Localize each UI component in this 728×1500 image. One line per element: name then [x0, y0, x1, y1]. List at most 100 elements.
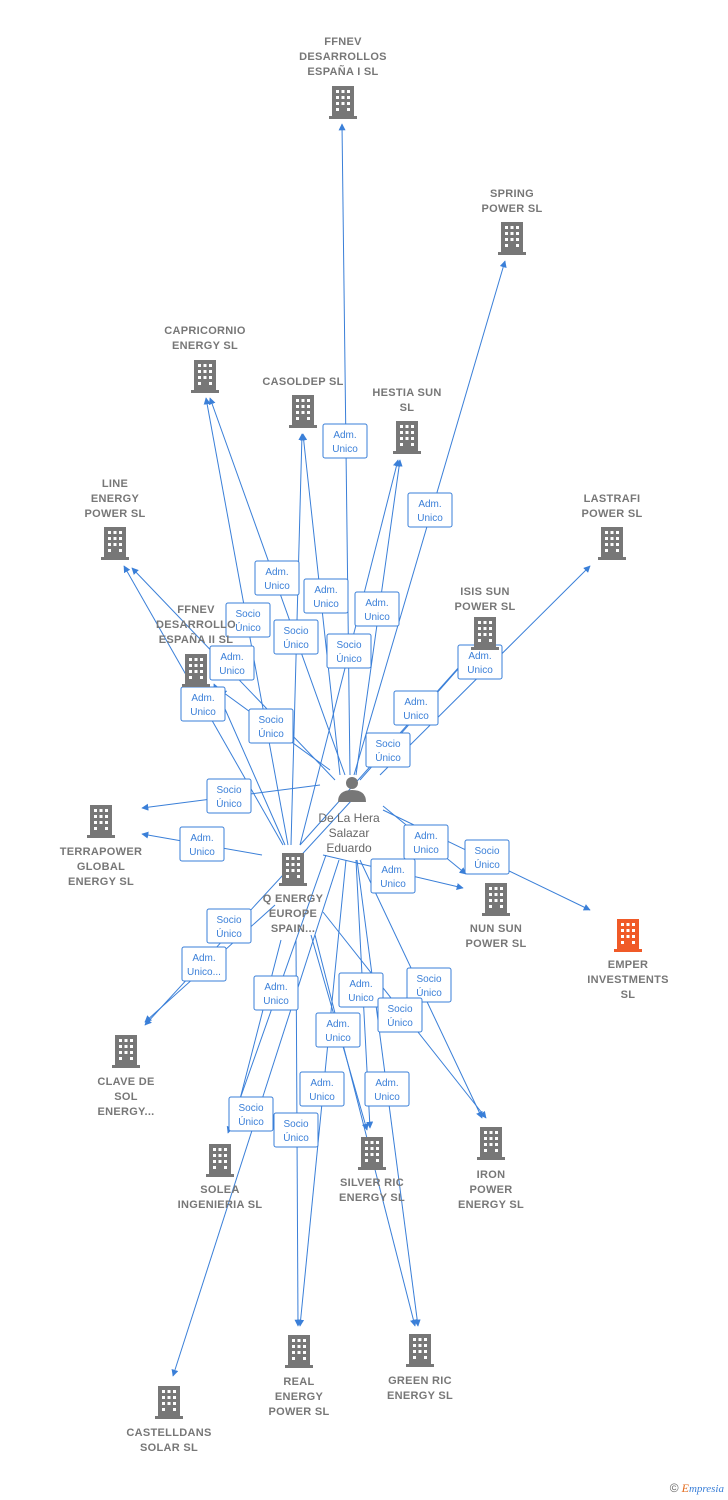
relation-tag-text: Único — [387, 1016, 413, 1029]
relation-tag-text: Único — [375, 751, 401, 764]
relation-tag[interactable]: Adm.Unico — [322, 423, 368, 459]
company-name-line: EMPER — [608, 959, 649, 971]
relation-tag-text: Adm. — [264, 982, 287, 993]
relation-tag[interactable]: Adm.Unico — [403, 824, 449, 860]
company-name-line: POWER SL — [454, 601, 515, 613]
relation-tag-text: Socio — [283, 626, 308, 637]
building-icon — [289, 395, 317, 428]
company-name-line: SPAIN... — [271, 923, 315, 935]
relation-tag[interactable]: Adm.Unico — [407, 492, 453, 528]
relation-tag[interactable]: Adm.Unico... — [181, 946, 227, 982]
company-node-line[interactable]: LINE ENERGY POWER SL — [84, 478, 145, 560]
relation-tag-text: Adm. — [468, 651, 491, 662]
relation-tag-text: Adm. — [326, 1019, 349, 1030]
company-name-line: NUN SUN — [470, 923, 522, 935]
company-name-line: CASTELLDANS — [126, 1427, 211, 1439]
company-name-line: POWER SL — [84, 508, 145, 520]
relation-tag-text: Socio — [416, 974, 441, 985]
relation-tag-text: Único — [216, 797, 242, 810]
person-name-line: Salazar — [329, 826, 370, 840]
relation-tag[interactable]: Adm.Unico — [179, 826, 225, 862]
company-name-line: LINE — [102, 478, 128, 490]
company-name-line: ESPAÑA II SL — [159, 633, 234, 646]
relation-tag-text: Socio — [235, 609, 260, 620]
relation-tag-text: Único — [235, 621, 261, 634]
company-node-casoldep[interactable]: CASOLDEP SL — [262, 376, 343, 428]
company-name-line: DESARROLLO — [156, 619, 236, 631]
relation-tag[interactable]: Adm.Unico — [315, 1012, 361, 1048]
relation-tag[interactable]: Adm.Unico — [299, 1071, 345, 1107]
company-name-line: FFNEV — [177, 604, 215, 616]
relation-tag[interactable]: Adm.Unico — [457, 644, 503, 680]
building-icon — [206, 1144, 234, 1177]
building-icon — [477, 1127, 505, 1160]
building-icon — [406, 1334, 434, 1367]
relation-tag-text: Adm. — [418, 499, 441, 510]
copyright-symbol: © — [669, 1481, 679, 1495]
company-name-line: SOLAR SL — [140, 1442, 198, 1454]
relation-tag[interactable]: Adm.Unico — [393, 690, 439, 726]
relation-tag[interactable]: Adm.Unico — [370, 858, 416, 894]
relation-tag-text: Adm. — [220, 652, 243, 663]
company-name-line: CAPRICORNIO — [164, 325, 246, 337]
company-node-clave[interactable]: CLAVE DESOLENERGY... — [97, 1035, 154, 1118]
relation-tag-text: Adm. — [333, 430, 356, 441]
building-icon — [112, 1035, 140, 1068]
company-node-ffnev2[interactable]: FFNEV DESARROLLO ESPAÑA II SL — [156, 604, 236, 687]
relation-tag-text: Adm. — [191, 693, 214, 704]
company-name-line: SOLEA — [200, 1184, 239, 1196]
company-name-line: SPRING — [490, 188, 534, 200]
relation-tag[interactable]: Adm.Unico — [180, 686, 226, 722]
relation-tag-text: Adm. — [192, 953, 215, 964]
footer-brand[interactable]: ©Empresia — [670, 1481, 724, 1496]
building-icon — [182, 654, 210, 687]
relation-tag-text: Único — [216, 927, 242, 940]
company-node-castelldans[interactable]: CASTELLDANS SOLAR SL — [126, 1386, 211, 1454]
relation-tag[interactable]: Adm.Unico — [338, 972, 384, 1008]
relation-tag[interactable]: Adm.Unico — [303, 578, 349, 614]
relation-tag-text: Unico — [219, 666, 245, 677]
relation-tag-text: Unico — [380, 879, 406, 890]
building-icon — [393, 421, 421, 454]
relation-tag-text: Adm. — [349, 979, 372, 990]
relation-tag[interactable]: Adm.Unico — [254, 560, 300, 596]
relation-tag[interactable]: Adm.Unico — [253, 975, 299, 1011]
person-icon — [338, 777, 366, 802]
company-name-line: ENERGY — [91, 493, 140, 505]
relation-tag-text: Adm. — [404, 697, 427, 708]
relation-tag[interactable]: Adm.Unico — [354, 591, 400, 627]
relation-edge — [314, 934, 417, 1327]
relation-tag[interactable]: Adm. Unico — [209, 645, 255, 681]
company-name-line: EUROPE — [269, 908, 317, 920]
relation-tag[interactable]: Adm.Unico — [364, 1071, 410, 1107]
company-node-qenergy[interactable]: Q ENERGYEUROPESPAIN... — [263, 853, 324, 935]
relation-tag-text: Único — [258, 727, 284, 740]
